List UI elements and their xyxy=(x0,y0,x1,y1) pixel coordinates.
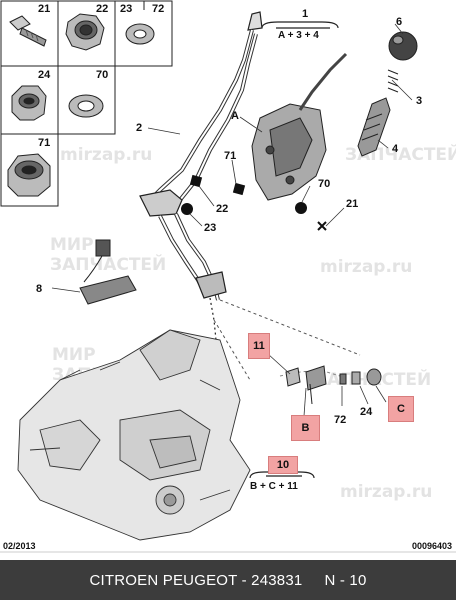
watermark-site: mirzap.ru xyxy=(340,482,433,502)
part-number-24: 24 xyxy=(38,69,51,81)
part-number-71: 71 xyxy=(38,137,51,149)
nut-icon xyxy=(7,153,51,197)
bracket-1 xyxy=(261,21,339,29)
gear-knob xyxy=(388,31,418,61)
watermark-brand: МИР xyxy=(50,235,94,255)
callout-C-highlight: C xyxy=(388,396,414,422)
cable-end xyxy=(279,365,382,405)
part-number-70: 70 xyxy=(96,69,109,81)
callout-10-equation: B + C + 11 xyxy=(250,481,298,492)
gear-boot xyxy=(357,97,391,157)
spring-part xyxy=(387,69,399,93)
parts-grid xyxy=(0,0,173,207)
part-number-22: 22 xyxy=(96,3,109,15)
washer-icon xyxy=(125,23,155,45)
gear-cable-assembly xyxy=(139,11,263,341)
callout-B-highlight: B xyxy=(291,415,320,441)
bolt-icon xyxy=(9,15,47,47)
part-number-21: 21 xyxy=(38,3,51,15)
callout-2: 2 xyxy=(136,122,143,134)
footer-bar: CITROEN PEUGEOT - 243831 N - 10 xyxy=(0,560,456,600)
callout-21: 21 xyxy=(346,198,359,210)
reference-lines xyxy=(213,299,361,381)
callout-23: 23 xyxy=(204,222,217,234)
footer-reference: N - 10 xyxy=(324,571,367,589)
callout-8: 8 xyxy=(36,283,43,295)
bolt-21 xyxy=(317,221,327,231)
callout-11-highlight: 11 xyxy=(248,333,270,359)
gearbox xyxy=(17,329,251,541)
callout-10-highlight: 10 xyxy=(268,456,298,474)
leader-lines xyxy=(51,23,413,417)
callout-72: 72 xyxy=(334,414,347,426)
callout-71: 71 xyxy=(224,150,237,162)
footer-title: CITROEN PEUGEOT - 243831 xyxy=(89,571,303,589)
watermark-brand: ЗАПЧАСТЕЙ xyxy=(50,255,167,275)
part-number-72: 72 xyxy=(152,3,165,15)
sensor-part xyxy=(79,239,137,305)
callout-24: 24 xyxy=(360,406,373,418)
nut-icon xyxy=(11,85,47,121)
part-number-23: 23 xyxy=(120,3,133,15)
square-nut-22 xyxy=(189,174,203,188)
callout-1-equation: A + 3 + 4 xyxy=(278,30,319,41)
watermark-site: mirzap.ru xyxy=(320,257,413,277)
washer-23 xyxy=(181,203,193,215)
watermark-brand: МИР xyxy=(52,345,96,365)
gear-shift-housing xyxy=(251,52,348,201)
callout-3: 3 xyxy=(416,95,423,107)
watermark-site: mirzap.ru xyxy=(60,145,153,165)
callout-4: 4 xyxy=(392,143,399,155)
callout-1: 1 xyxy=(302,8,309,20)
nut-icon xyxy=(65,13,105,51)
callout-70: 70 xyxy=(318,178,331,190)
callout-A: A xyxy=(231,110,239,122)
washer-70 xyxy=(295,202,307,214)
washer-icon xyxy=(68,94,104,118)
document-number: 00096403 xyxy=(411,541,452,551)
callout-6: 6 xyxy=(396,16,403,28)
diagram-date: 02/2013 xyxy=(3,541,36,551)
square-nut-71 xyxy=(232,182,246,196)
callout-22: 22 xyxy=(216,203,229,215)
